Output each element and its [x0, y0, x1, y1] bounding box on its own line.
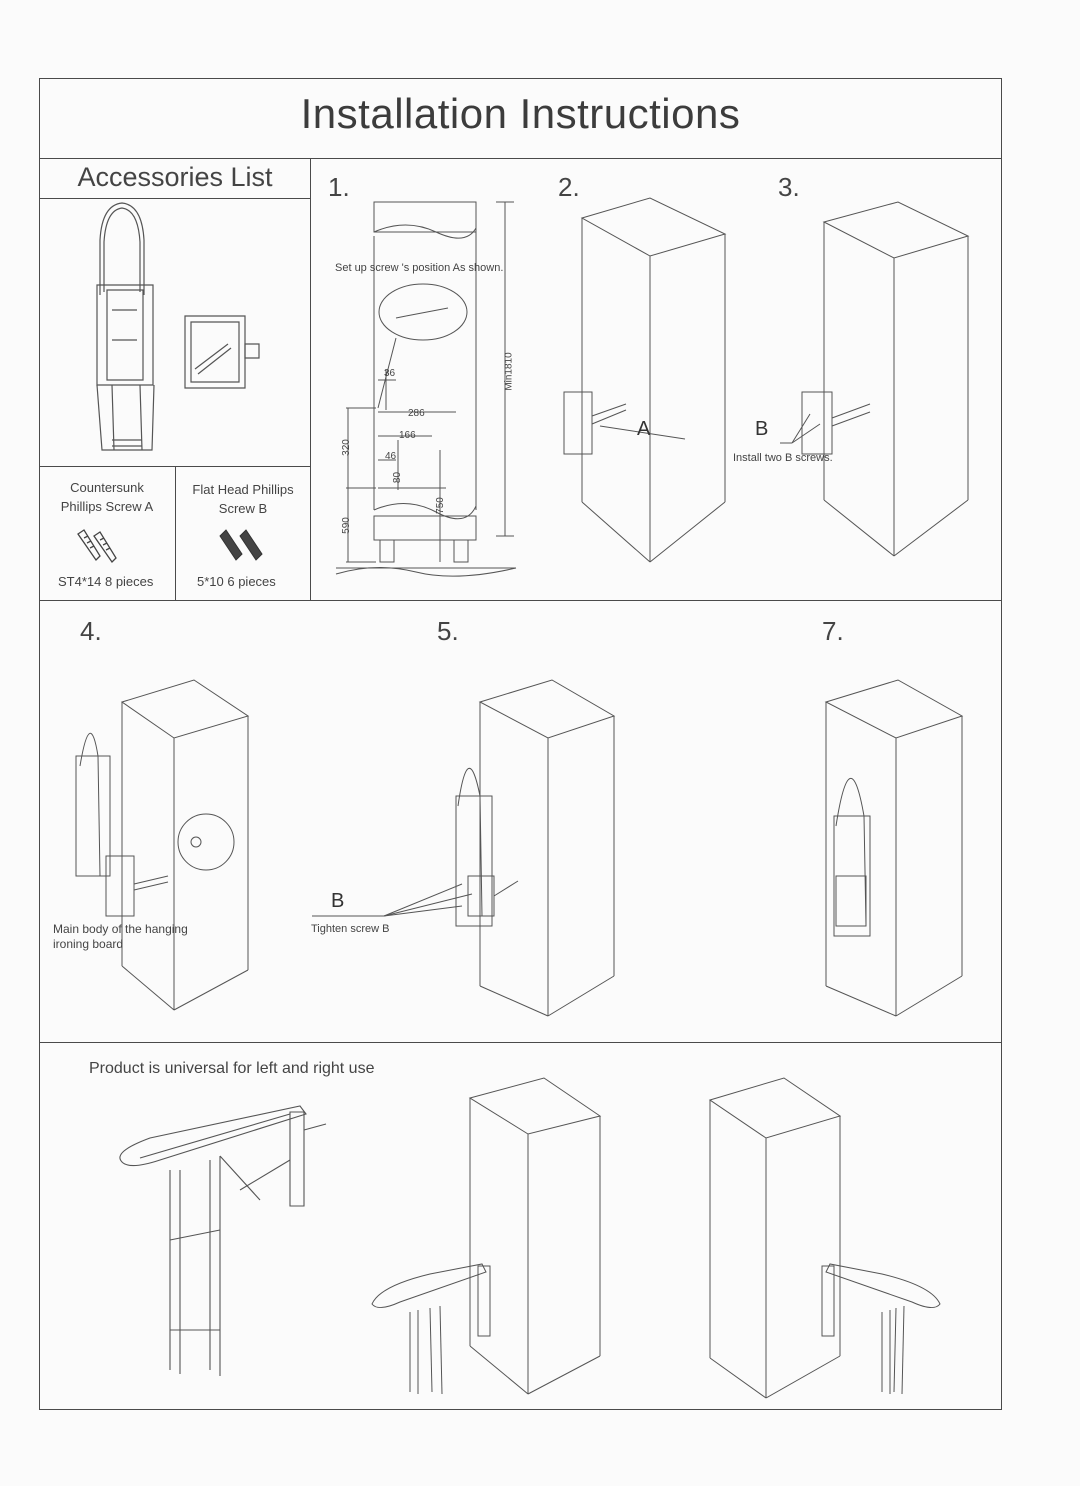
divider-row2 [39, 1042, 1002, 1043]
dim-320: 320 [340, 439, 352, 456]
divider-row1 [39, 600, 1002, 601]
step-2-number: 2. [558, 172, 580, 202]
screw-a-line1: Countersunk [70, 480, 144, 495]
step-7-number: 7. [822, 616, 844, 646]
step-5-number: 5. [437, 616, 459, 646]
step-1-cabinet-diagram [336, 200, 526, 580]
step-4-note-line1: Main body of the hanging [53, 922, 188, 936]
divider-title [39, 158, 1002, 159]
page-title: Installation Instructions [300, 90, 741, 137]
dim-590: 590 [340, 517, 352, 534]
mounting-bracket-illustration [183, 314, 261, 390]
dim-min1810: Min1810 [503, 352, 515, 391]
universal-note: Product is universal for left and right … [89, 1060, 375, 1077]
step-3-note: Install two B screws. [733, 452, 833, 464]
dim-750: 750 [434, 497, 446, 514]
step-1-note: Set up screw 's position As shown. [335, 262, 504, 274]
screw-a-label: Countersunk Phillips Screw A [40, 478, 174, 516]
divider-screw-cells [175, 466, 176, 600]
right-install-cabinet [706, 1076, 946, 1398]
countersunk-screw-icon [74, 528, 118, 566]
step-4-cabinet-with-board [70, 676, 260, 1016]
step-5-note: Tighten screw B [311, 923, 390, 935]
dim-36: 36 [384, 368, 396, 379]
step-5-label-b: B [331, 890, 345, 912]
screw-b-quantity: 5*10 6 pieces [197, 574, 276, 589]
left-install-cabinet [370, 1076, 610, 1398]
page-frame [39, 78, 1002, 1410]
step-3-cabinet [780, 200, 980, 560]
step-4-note: Main body of the hanging ironing board [53, 922, 188, 952]
dim-286: 286 [408, 408, 425, 419]
divider-accessories [310, 158, 311, 600]
divider-acc-title [39, 198, 310, 199]
flat-head-screw-icon [218, 528, 266, 564]
screw-b-line1: Flat Head Phillips [192, 482, 294, 497]
dim-166: 166 [399, 430, 416, 441]
dim-80: 80 [392, 471, 404, 484]
step-2-cabinet [560, 196, 730, 566]
step-4-note-line2: ironing board [53, 937, 124, 951]
step-4-number: 4. [80, 616, 102, 646]
step-1-number: 1. [328, 172, 350, 202]
ironing-board-illustration [92, 200, 162, 462]
step-3-label-b: B [755, 418, 769, 440]
dim-46: 46 [385, 451, 397, 462]
screw-a-quantity: ST4*14 8 pieces [58, 574, 154, 589]
accessories-title: Accessories List [77, 162, 273, 192]
step-5-pointer-lines [312, 880, 492, 920]
screw-b-line2: Screw B [218, 501, 268, 516]
ironing-board-unfolded [110, 1100, 340, 1380]
step-2-label-a: A [637, 418, 651, 440]
step-7-cabinet-with-board [820, 676, 970, 1020]
step-3-number: 3. [778, 172, 800, 202]
divider-acc-screws [39, 466, 310, 467]
screw-b-label: Flat Head Phillips Screw B [176, 480, 310, 518]
screw-a-line2: Phillips Screw A [60, 499, 154, 514]
step-5-cabinet-with-board [440, 676, 620, 1020]
